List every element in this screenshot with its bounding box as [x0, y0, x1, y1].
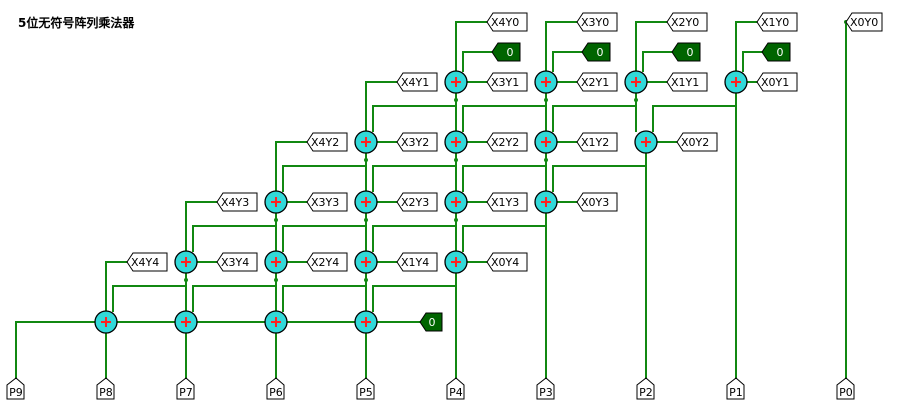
zero-label: 0 — [687, 46, 694, 59]
output-p8: P8 — [99, 386, 113, 399]
output-p2: P2 — [639, 386, 653, 399]
zero-constant: 0 — [491, 42, 521, 62]
output-p7: P7 — [179, 386, 193, 399]
adder-icon — [354, 250, 378, 274]
zero-constant: 0 — [419, 312, 443, 332]
input-x4y3: X4Y3 — [221, 196, 249, 209]
zero-label: 0 — [777, 46, 784, 59]
adder-icon — [624, 70, 648, 94]
adder-icon — [354, 310, 378, 334]
adder-icon — [444, 250, 468, 274]
input-x4y2: X4Y2 — [311, 136, 339, 149]
input-x3y0: X3Y0 — [581, 16, 609, 29]
adder-icon — [534, 190, 558, 214]
input-x2y1: X2Y1 — [581, 76, 609, 89]
adder-icon — [444, 70, 468, 94]
adder-icon — [354, 190, 378, 214]
input-x1y2: X1Y2 — [581, 136, 609, 149]
partial-products — [126, 12, 883, 272]
zero-label: 0 — [597, 46, 604, 59]
input-x4y0: X4Y0 — [491, 16, 519, 29]
input-x1y4: X1Y4 — [401, 256, 429, 269]
zero-constants: 0 0 0 0 0 — [419, 42, 791, 332]
input-x0y0: X0Y0 — [850, 16, 878, 29]
output-p1: P1 — [729, 386, 743, 399]
input-x3y3: X3Y3 — [311, 196, 339, 209]
input-x0y3: X0Y3 — [581, 196, 609, 209]
adder-icon — [444, 190, 468, 214]
input-x0y4: X0Y4 — [491, 256, 519, 269]
output-p4: P4 — [449, 386, 463, 399]
adder-icon — [174, 250, 198, 274]
input-x1y1: X1Y1 — [671, 76, 699, 89]
output-pins: P9 P8 P7 P6 P5 P4 P3 P2 P1 P0 — [6, 377, 855, 400]
input-x3y1: X3Y1 — [491, 76, 519, 89]
zero-label: 0 — [507, 46, 514, 59]
adder-icon — [534, 70, 558, 94]
input-x2y2: X2Y2 — [491, 136, 519, 149]
partial-product-labels: X4Y0 X3Y0 X2Y0 X1Y0 X0Y0 X4Y1 X3Y1 X2Y1 … — [131, 16, 878, 269]
adder-icon — [724, 70, 748, 94]
adder-icon — [94, 310, 118, 334]
output-p9: P9 — [9, 386, 23, 399]
zero-constant: 0 — [581, 42, 611, 62]
zero-constant: 0 — [671, 42, 701, 62]
input-x0y2: X0Y2 — [681, 136, 709, 149]
input-x2y0: X2Y0 — [671, 16, 699, 29]
input-x4y1: X4Y1 — [401, 76, 429, 89]
adder-icon — [444, 130, 468, 154]
adder-icon — [264, 190, 288, 214]
input-x1y0: X1Y0 — [761, 16, 789, 29]
output-p3: P3 — [539, 386, 553, 399]
adder-icon — [354, 130, 378, 154]
zero-label: 0 — [429, 316, 436, 329]
diagram-title: 5位无符号阵列乘法器 — [18, 16, 135, 30]
input-x1y3: X1Y3 — [491, 196, 519, 209]
output-p5: P5 — [359, 386, 373, 399]
input-x2y4: X2Y4 — [311, 256, 339, 269]
adder-icon — [264, 310, 288, 334]
adder-icon — [264, 250, 288, 274]
output-p0: P0 — [839, 386, 853, 399]
input-x2y3: X2Y3 — [401, 196, 429, 209]
input-x3y4: X3Y4 — [221, 256, 249, 269]
output-p6: P6 — [269, 386, 283, 399]
zero-constant: 0 — [761, 42, 791, 62]
adder-icon — [634, 130, 658, 154]
input-x4y4: X4Y4 — [131, 256, 159, 269]
adder-icon — [534, 130, 558, 154]
input-x0y1: X0Y1 — [761, 76, 789, 89]
input-x3y2: X3Y2 — [401, 136, 429, 149]
adder-icon — [174, 310, 198, 334]
